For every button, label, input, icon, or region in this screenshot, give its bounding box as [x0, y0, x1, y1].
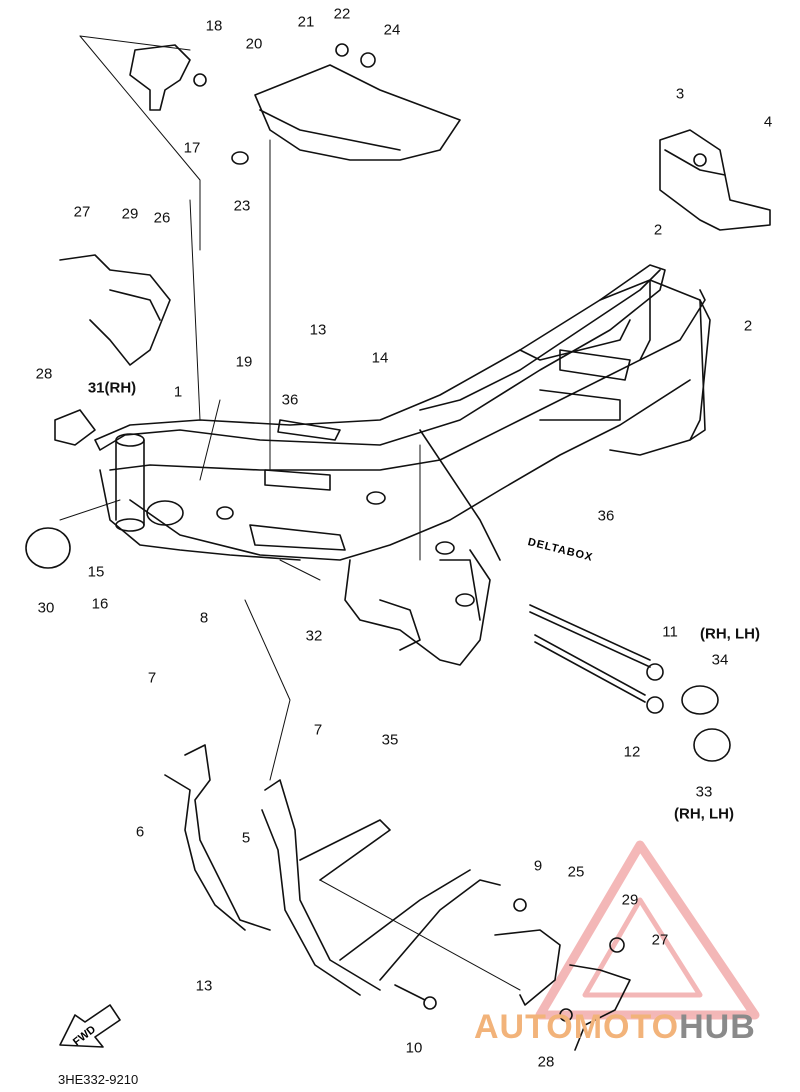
callout-28: 28	[537, 1053, 555, 1071]
callout-20: 20	[245, 35, 263, 53]
callout-29: 29	[621, 891, 639, 909]
callout-31-rh: 31(RH)	[87, 379, 137, 397]
callout-33: 33	[695, 783, 713, 801]
callout-2: 2	[653, 221, 663, 239]
leader-lines	[59, 35, 521, 991]
fwd-arrow	[59, 1004, 121, 1048]
callout-7: 7	[147, 669, 157, 687]
rear-subframe	[419, 269, 711, 561]
seat-bracket-3	[659, 129, 771, 231]
callout-rh-lh-33: (RH, LH)	[674, 805, 734, 823]
pivot-bracket	[344, 549, 491, 666]
callout-32: 32	[305, 627, 323, 645]
lower-cradle-5	[261, 779, 501, 996]
callout-2: 2	[743, 317, 753, 335]
bracket-17	[129, 44, 207, 111]
callout-36: 36	[281, 391, 299, 409]
watermark-text: AUTOMOTOHUB	[474, 1010, 756, 1044]
callout-7: 7	[313, 721, 323, 739]
callout-35: 35	[381, 731, 399, 749]
callout-14: 14	[371, 349, 389, 367]
callout-25: 25	[567, 863, 585, 881]
watermark-part-a: AUTO	[474, 1008, 574, 1046]
cover-20-21	[254, 43, 461, 161]
engine-bracket-6	[164, 744, 271, 931]
callout-4: 4	[763, 113, 773, 131]
part-code: 3HE332-9210	[58, 1072, 139, 1087]
callout-9: 9	[533, 857, 543, 875]
callout-10: 10	[405, 1039, 423, 1057]
rubber-31	[54, 409, 96, 446]
callout-17: 17	[183, 139, 201, 157]
callout-6: 6	[135, 823, 145, 841]
callout-27: 27	[651, 931, 669, 949]
bolt-11	[529, 604, 664, 681]
callout-3: 3	[675, 85, 685, 103]
footrest-bracket-right	[494, 898, 631, 1051]
callout-rh-lh-11: (RH, LH)	[700, 625, 760, 643]
callout-11: 11	[662, 623, 678, 641]
bolt-12	[534, 634, 664, 714]
callout-27: 27	[73, 203, 91, 221]
callout-13: 13	[195, 977, 213, 995]
callout-28: 28	[35, 365, 53, 383]
main-frame	[94, 264, 706, 607]
callout-26: 26	[153, 209, 171, 227]
callout-15: 15	[87, 563, 105, 581]
callout-21: 21	[297, 13, 315, 31]
watermark-triangle	[535, 840, 760, 1020]
callout-22: 22	[333, 5, 351, 23]
callout-19: 19	[235, 353, 253, 371]
callout-18: 18	[205, 17, 223, 35]
bolt-10	[394, 984, 437, 1010]
callout-12: 12	[623, 743, 641, 761]
cap-33	[693, 728, 731, 762]
callout-13: 13	[309, 321, 327, 339]
cap-34	[681, 685, 719, 715]
callout-5: 5	[241, 829, 251, 847]
callout-24: 24	[383, 21, 401, 39]
callout-16: 16	[91, 595, 109, 613]
watermark-part-c: HUB	[679, 1008, 756, 1046]
callout-34: 34	[711, 651, 729, 669]
callout-29: 29	[121, 205, 139, 223]
callout-30: 30	[37, 599, 55, 617]
callout-23: 23	[233, 197, 251, 215]
watermark-part-b: MOTO	[573, 1008, 680, 1046]
bracket-26-27	[59, 254, 171, 366]
callout-8: 8	[199, 609, 209, 627]
callout-36: 36	[597, 507, 615, 525]
callout-1: 1	[173, 383, 183, 401]
grommet-23	[231, 151, 249, 165]
rubber-30	[25, 527, 71, 569]
